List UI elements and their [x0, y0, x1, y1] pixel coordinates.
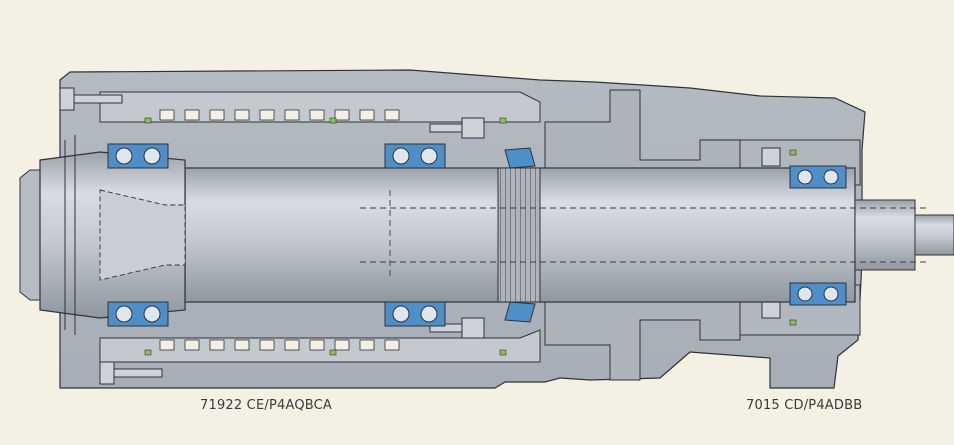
cooling-grooves-bottom: [159, 339, 400, 351]
spindle-nose: [19, 135, 186, 335]
spindle-shaft: [184, 167, 954, 303]
front-bearings: [107, 143, 446, 327]
cooling-grooves-top: [159, 109, 400, 121]
rear-bearings: [789, 165, 847, 306]
rear-bearing-label: 7015 CD/P4ADBB: [746, 398, 863, 413]
lock-nut-seals: [504, 147, 536, 323]
o-rings: [144, 117, 797, 356]
bolts: [59, 87, 781, 385]
front-bearing-label: 71922 CE/P4AQBCA: [200, 398, 333, 413]
